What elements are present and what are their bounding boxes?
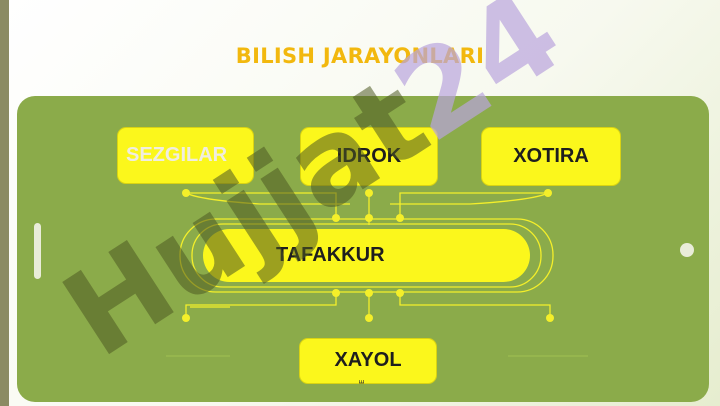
node-xayol: XAYOL	[299, 338, 437, 384]
node-idrok-label: IDROK	[336, 145, 402, 167]
node-xayol-label: XAYOL	[334, 349, 402, 371]
node-sezgilar: SEZGILAR	[117, 127, 254, 184]
node-tafakkur-label: TAFAKKUR	[276, 244, 385, 266]
tablet-side-slot	[34, 223, 41, 279]
tablet-home-button	[680, 243, 694, 257]
node-tafakkur: TAFAKKUR	[203, 229, 530, 282]
small-mark: E	[358, 379, 366, 384]
page-title: BILISH JARAYONLARI	[235, 44, 485, 68]
node-idrok: IDROK	[300, 127, 438, 186]
node-sezgilar-label: SEZGILAR	[126, 144, 228, 166]
node-xotira-label: XOTIRA	[513, 145, 589, 167]
left-accent-bar	[0, 0, 9, 406]
node-xotira: XOTIRA	[481, 127, 621, 186]
